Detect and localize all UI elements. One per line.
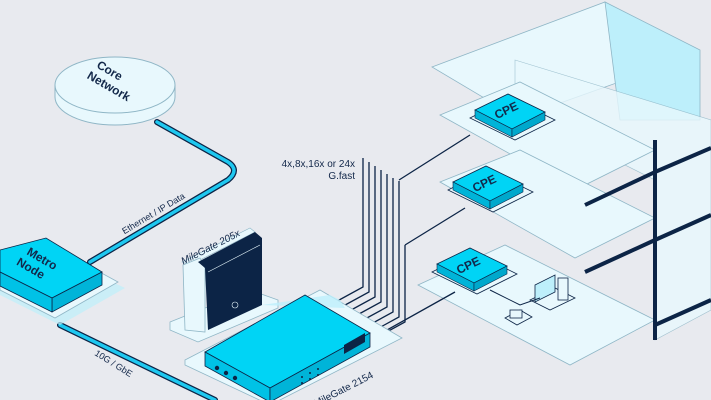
phone-icon <box>504 309 533 326</box>
cpe-2[interactable]: CPE <box>447 165 534 213</box>
core-network[interactable]: Core Network <box>54 56 176 126</box>
port <box>214 365 220 371</box>
port <box>223 370 229 376</box>
display-panel <box>344 333 365 354</box>
gfast-label-2: G.fast <box>328 171 355 182</box>
gfast-label-1: 4x,8x,16x or 24x <box>282 159 355 170</box>
led-grid <box>301 368 319 384</box>
metro-node[interactable]: Metro Node <box>0 237 125 325</box>
cpe-3[interactable]: CPE <box>431 247 518 295</box>
port <box>232 375 238 381</box>
cpe-1[interactable]: CPE <box>469 93 556 141</box>
computer-icon <box>529 274 576 311</box>
